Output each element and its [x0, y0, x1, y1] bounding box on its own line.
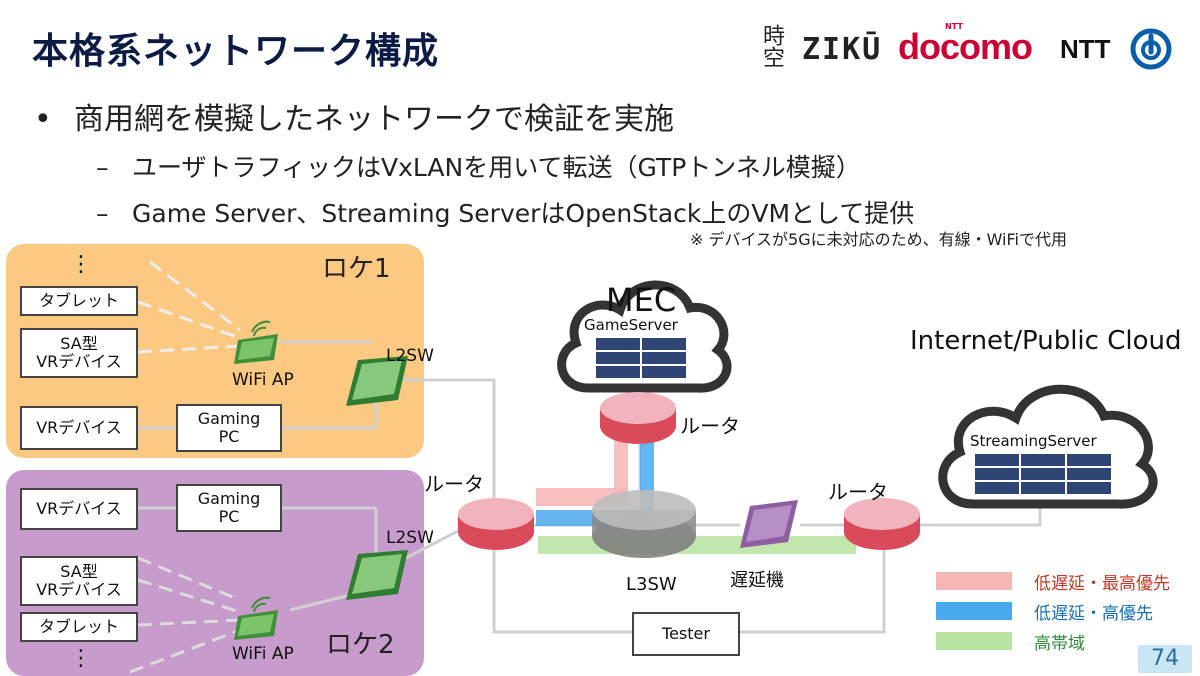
sa-vr-label-line2: VRデバイス: [36, 580, 122, 599]
legend-label: 低遅延・高優先: [1034, 603, 1153, 624]
location-2-label: ロケ2: [326, 630, 395, 660]
game-server-rack-icon: [596, 338, 686, 378]
location-2-l2sw-label: L2SW: [386, 528, 434, 548]
gaming-pc-label-line1: Gaming: [197, 409, 261, 428]
mec-router-label: ルータ: [680, 414, 740, 438]
location-1-gaming-pc: Gaming PC: [176, 404, 282, 452]
page-title: 本格系ネットワーク構成: [32, 31, 440, 72]
sub-bullet-1: –ユーザトラフィックはVxLANを用いて転送（GTPトンネル模擬）: [96, 148, 861, 184]
gaming-pc-label-line2: PC: [218, 507, 240, 526]
vr-device-label: VRデバイス: [36, 418, 122, 437]
location-1-tablet: タブレット: [20, 286, 138, 316]
l3sw-label: L3SW: [626, 574, 677, 595]
footnote: ※ デバイスが5Gに未対応のため、有線・WiFiで代用: [690, 230, 1067, 249]
location-1-wifi-ap-icon: [234, 320, 278, 364]
location-1-sa-vr-device: SA型 VRデバイス: [20, 328, 138, 378]
location-1-l2sw-label: L2SW: [386, 346, 434, 366]
location-1-wifi-ap-label: WiFi AP: [232, 370, 294, 390]
streaming-server-label: StreamingServer: [970, 432, 1097, 450]
sa-vr-label-line2: VRデバイス: [36, 352, 122, 371]
main-bullet: • 商用網を模擬したネットワークで検証を実施: [34, 94, 674, 138]
location-1-label: ロケ1: [322, 254, 391, 284]
logo-group: 時空 ZIKŪ NTT docomo NTT: [759, 22, 1180, 72]
right-router-label: ルータ: [828, 480, 888, 504]
location-2-l2sw-icon: [346, 550, 408, 600]
location-1-vr-device: VRデバイス: [20, 406, 138, 450]
right-router-icon: [844, 498, 920, 550]
delay-device-icon: [740, 500, 798, 548]
l3sw-icon: [592, 490, 696, 558]
location-2-wifi-ap-icon: [234, 596, 278, 640]
streaming-server-rack-icon: [975, 454, 1111, 494]
location-2-vr-device: VRデバイス: [20, 488, 138, 530]
sa-vr-label-line1: SA型: [60, 562, 98, 581]
main-bullet-text: 商用網を模擬したネットワークで検証を実施: [74, 102, 674, 137]
docomo-logo: docomo: [898, 26, 1033, 67]
dash-symbol: –: [96, 199, 109, 228]
sub-bullet-2: –Game Server、Streaming ServerはOpenStack上…: [96, 194, 914, 230]
gaming-pc-label-line2: PC: [218, 427, 240, 446]
location-2-sa-vr-device: SA型 VRデバイス: [20, 556, 138, 606]
jiku-logo: 時空: [759, 24, 784, 68]
tablet-label: タブレット: [38, 617, 119, 636]
location-2-ellipsis: ⋮: [70, 646, 92, 671]
legend-item: 低遅延・最高優先: [936, 568, 1170, 594]
legend-label: 高帯域: [1034, 633, 1085, 654]
vr-device-label: VRデバイス: [36, 499, 122, 518]
dash-symbol: –: [96, 153, 109, 182]
tester-box: Tester: [632, 612, 740, 656]
legend: 低遅延・最高優先 低遅延・高優先 高帯域: [936, 568, 1170, 654]
legend-label: 低遅延・最高優先: [1034, 573, 1170, 594]
legend-item: 低遅延・高優先: [936, 596, 1170, 626]
cloud-label: Internet/Public Cloud: [910, 326, 1182, 356]
sub-bullet-2-text: Game Server、Streaming ServerはOpenStack上の…: [132, 199, 915, 228]
location-1-l2sw-icon: [346, 356, 408, 406]
legend-swatch-blue: [936, 602, 1012, 620]
game-server-label: GameServer: [584, 316, 678, 334]
location-2-wifi-ap-label: WiFi AP: [232, 644, 294, 664]
gaming-pc-label-line1: Gaming: [197, 489, 261, 508]
ziku-logo: ZIKŪ: [802, 32, 883, 67]
location-2-tablet: タブレット: [20, 612, 138, 642]
sa-vr-label-line1: SA型: [60, 334, 98, 353]
docomo-ntt-small-logo: NTT: [945, 22, 963, 31]
sub-bullet-1-text: ユーザトラフィックはVxLANを用いて転送（GTPトンネル模擬）: [132, 153, 861, 182]
page-number: 74: [1138, 645, 1192, 673]
mec-label: MEC: [606, 281, 677, 319]
legend-swatch-green: [936, 632, 1012, 650]
left-router-label: ルータ: [424, 472, 484, 496]
ntt-logo: NTT: [1060, 34, 1111, 64]
tester-label: Tester: [662, 624, 710, 643]
ntt-emblem-icon: [1130, 28, 1172, 70]
location-1-ellipsis: ⋮: [70, 252, 92, 277]
location-2-gaming-pc: Gaming PC: [176, 484, 282, 532]
legend-swatch-red: [936, 572, 1012, 590]
left-router-icon: [458, 498, 534, 550]
legend-item: 高帯域: [936, 628, 1170, 654]
tablet-label: タブレット: [38, 291, 119, 310]
delay-device-label: 遅延機: [730, 570, 784, 591]
mec-router-icon: [600, 392, 676, 444]
bullet-symbol: •: [34, 102, 52, 137]
